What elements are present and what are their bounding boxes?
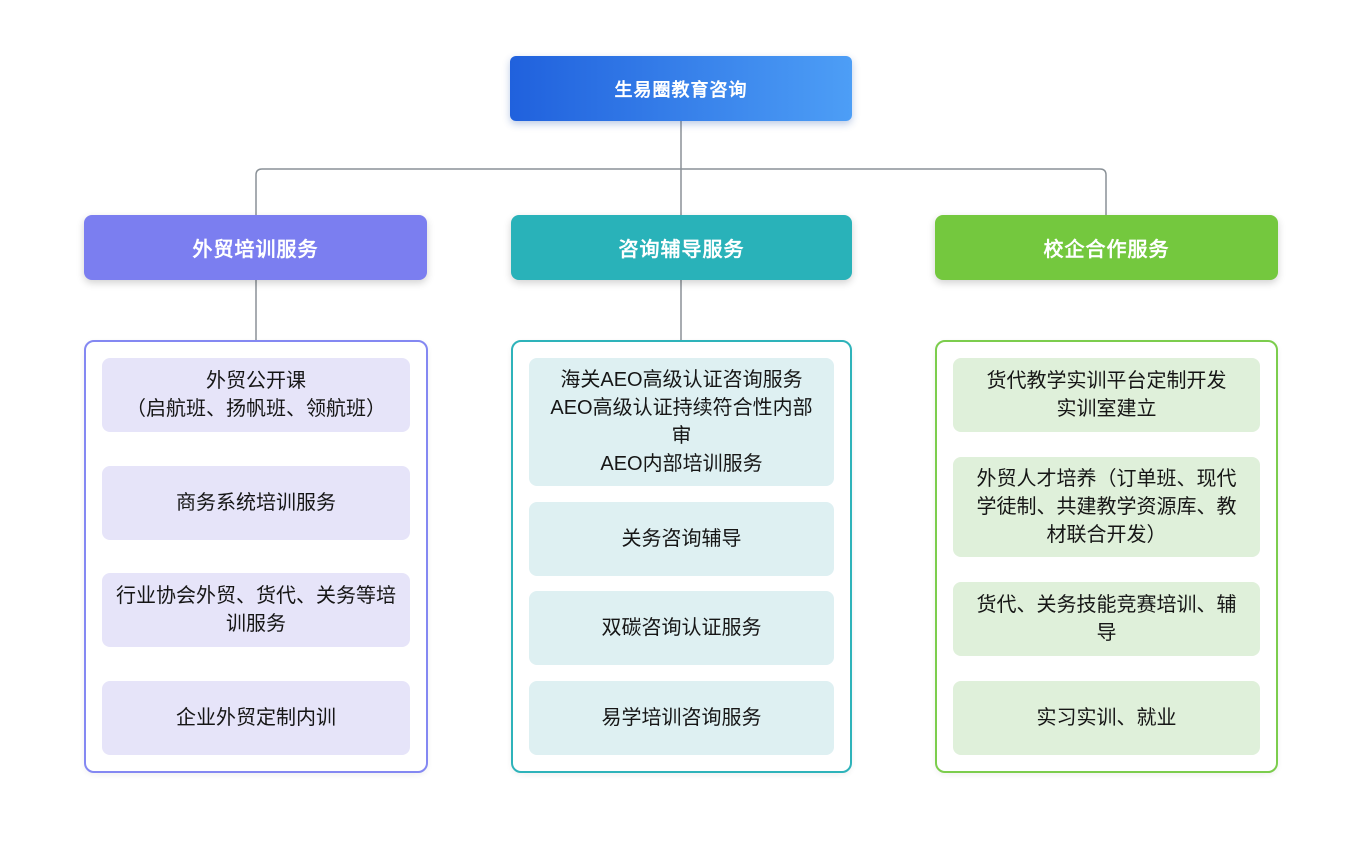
leaf-node-label: 行业协会外贸、货代、关务等培训服务 (116, 585, 396, 636)
root-node-label: 生易圈教育咨询 (614, 79, 748, 100)
root-node[interactable]: 生易圈教育咨询 (510, 56, 852, 121)
leaf-node-label: 外贸人才培养（订单班、现代学徒制、共建教学资源库、教材联合开发） (976, 468, 1237, 546)
leaf-node[interactable]: 行业协会外贸、货代、关务等培训服务 (102, 573, 410, 648)
leaf-node[interactable]: 商务系统培训服务 (102, 465, 410, 540)
connector-horizontal (255, 168, 1107, 215)
branch-node-label: 外贸培训服务 (192, 239, 319, 261)
branch-node-school-enterprise[interactable]: 校企合作服务 (935, 215, 1278, 280)
leaf-node-label: 实习实训、就业 (1036, 707, 1177, 729)
leaf-node[interactable]: 实习实训、就业 (953, 681, 1260, 755)
branch-group-school-enterprise: 货代教学实训平台定制开发 实训室建立 外贸人才培养（订单班、现代学徒制、共建教学… (935, 340, 1278, 773)
leaf-node-label: 海关AEO高级认证咨询服务 AEO高级认证持续符合性内部审 AEO内部培训服务 (550, 369, 813, 475)
branch-node-label: 咨询辅导服务 (618, 239, 745, 261)
branch-node-label: 校企合作服务 (1043, 239, 1170, 261)
leaf-node[interactable]: 企业外贸定制内训 (102, 680, 410, 755)
branch-node-consulting[interactable]: 咨询辅导服务 (511, 215, 852, 280)
leaf-node[interactable]: 易学培训咨询服务 (529, 680, 834, 755)
leaf-node-label: 关务咨询辅导 (621, 527, 742, 550)
leaf-node[interactable]: 外贸公开课 （启航班、扬帆班、领航班） (102, 358, 410, 432)
leaf-node-label: 货代、关务技能竞赛培训、辅导 (976, 594, 1237, 644)
leaf-node-label: 货代教学实训平台定制开发 实训室建立 (986, 370, 1227, 420)
leaf-node[interactable]: 货代、关务技能竞赛培训、辅导 (953, 582, 1260, 656)
leaf-node-label: 易学培训咨询服务 (601, 706, 762, 729)
leaf-node-label: 企业外贸定制内训 (176, 706, 336, 729)
leaf-node[interactable]: 外贸人才培养（订单班、现代学徒制、共建教学资源库、教材联合开发） (953, 457, 1260, 557)
leaf-node-label: 商务系统培训服务 (176, 491, 336, 514)
leaf-node-label: 外贸公开课 （启航班、扬帆班、领航班） (126, 370, 386, 420)
branch-group-consulting: 海关AEO高级认证咨询服务 AEO高级认证持续符合性内部审 AEO内部培训服务 … (511, 340, 852, 773)
leaf-node[interactable]: 货代教学实训平台定制开发 实训室建立 (953, 358, 1260, 432)
leaf-node[interactable]: 海关AEO高级认证咨询服务 AEO高级认证持续符合性内部审 AEO内部培训服务 (529, 358, 834, 486)
leaf-node-label: 双碳咨询认证服务 (601, 617, 762, 640)
leaf-node[interactable]: 关务咨询辅导 (529, 501, 834, 576)
leaf-node[interactable]: 双碳咨询认证服务 (529, 591, 834, 666)
branch-node-trade-training[interactable]: 外贸培训服务 (84, 215, 427, 280)
branch-group-trade-training: 外贸公开课 （启航班、扬帆班、领航班） 商务系统培训服务 行业协会外贸、货代、关… (84, 340, 428, 773)
